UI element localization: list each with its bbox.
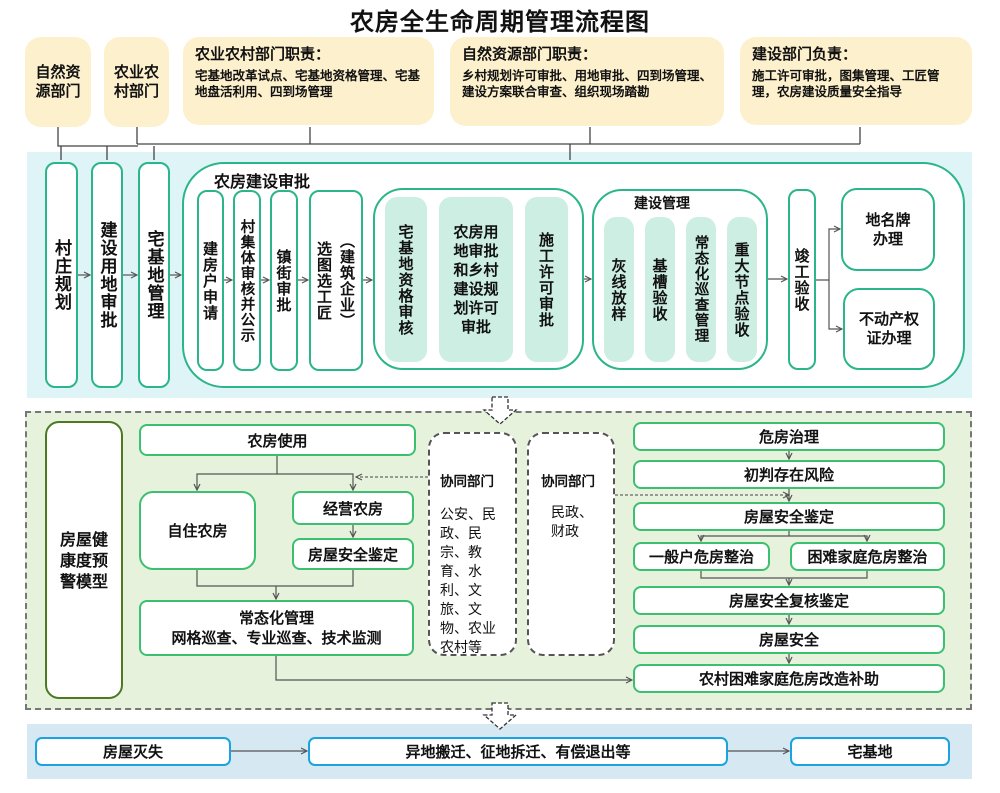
diagram-title: 农房全生命周期管理流程图 [350, 7, 650, 36]
agriculture-duty-body: 宅基地改革试点、宅基地资格管理、宅基地盘活利用、四到场管理 [195, 68, 421, 99]
land-approval-box: 建设用地审批 [91, 162, 123, 388]
safety-appraisal-label: 房屋安全鉴定 [743, 508, 834, 526]
connector-dept-right [137, 127, 861, 145]
mgmt-step-foundation-label: 基槽验收 [650, 257, 669, 322]
coop-depts-2-title: 协同部门 [541, 474, 595, 490]
renovation-subsidy-box: 农村困难家庭危房改造补助 [633, 664, 945, 693]
land-planning-permit-label: 农房用地审批和乡村建设规划许可审批 [453, 222, 499, 336]
renovation-subsidy-label: 农村困难家庭危房改造补助 [698, 670, 879, 688]
construction-permit-box: 施工许可审批 [525, 197, 568, 362]
agriculture-duty-heading: 农业农村部门职责： [195, 45, 331, 63]
place-name-plate-box: 地名牌办理 [841, 188, 935, 271]
self-occupied-label: 自住农房 [167, 522, 228, 540]
coop-depts-1-title: 协同部门 [440, 474, 494, 490]
completion-acceptance-box: 竣工验收 [788, 189, 816, 370]
village-planning-box: 村庄规划 [45, 162, 78, 388]
safety-appraisal-box: 房屋安全鉴定 [633, 502, 945, 531]
natural-resources-duty-body: 乡村规划许可审批、用地审批、四到场管理、建设方案联合审查、组织现场踏勘 [462, 68, 713, 99]
step-village-review-box: 村集体审核并公示 [233, 190, 261, 371]
relocation-box: 异地搬迁、征地拆迁、有偿退出等 [308, 737, 728, 766]
initial-risk-box: 初判存在风险 [633, 460, 945, 489]
house-use-label: 农房使用 [247, 431, 308, 450]
homestead-management-box: 宅基地管理 [138, 162, 170, 388]
completion-acceptance-label: 竣工验收 [792, 247, 811, 312]
house-safe-label: 房屋安全 [758, 631, 819, 649]
coop-depts-1-body: 公安、民政、民宗、教育、水利、文旅、文物、农业农村等 [440, 507, 496, 656]
step-select-craftsman-box: 选图选工匠 （建筑企业） [309, 190, 363, 371]
routine-management-detail: 网格巡查、专业巡查、技术监测 [171, 629, 382, 647]
homestead-qualification-box: 宅基地资格审核 [385, 197, 427, 362]
construction-management-title: 建设管理 [634, 196, 690, 212]
homestead-management-label: 宅基地管理 [143, 230, 164, 320]
poor-family-renovation-box: 困难家庭危房整治 [790, 542, 945, 571]
mgmt-step-setout-box: 灰线放样 [604, 217, 634, 362]
step-village-review-label: 村集体审核并公示 [238, 218, 255, 343]
coop-depts-2-box: 协同部门 民政、财政 [527, 432, 615, 656]
agriculture-duty-box: 农业农村部门职责： 宅基地改革试点、宅基地资格管理、宅基地盘活利用、四到场管理 [183, 37, 434, 125]
mgmt-step-patrol-label: 常态化巡查管理 [692, 235, 709, 344]
construction-duty-box: 建设部门负责： 施工许可审批，图集管理、工匠管理，农房建设质量安全指导 [740, 37, 972, 125]
natural-resources-duty-heading: 自然资源部门职责： [462, 45, 598, 63]
routine-management-box: 常态化管理 网格巡查、专业巡查、技术监测 [139, 600, 414, 656]
dangerous-house-governance-box: 危房治理 [633, 422, 945, 451]
coop-depts-1-box: 协同部门 公安、民政、民宗、教育、水利、文旅、文物、农业农村等 [428, 432, 517, 656]
land-approval-label: 建设用地审批 [96, 221, 117, 329]
self-occupied-box: 自住农房 [139, 491, 256, 570]
construction-permit-label: 施工许可审批 [537, 231, 555, 328]
safety-review-box: 房屋安全复核鉴定 [633, 586, 945, 615]
homestead-label: 宅基地 [847, 743, 893, 761]
initial-risk-label: 初判存在风险 [743, 466, 834, 484]
relocation-label: 异地搬迁、征地拆迁、有偿退出等 [405, 743, 631, 761]
general-household-renovation-box: 一般户危房整治 [633, 542, 770, 571]
step-town-approval-label: 镇街审批 [274, 248, 293, 313]
step-applicant-box: 建房户申请 [197, 190, 224, 371]
village-planning-label: 村庄规划 [51, 239, 71, 311]
land-planning-permit-box: 农房用地审批和乡村建设规划许可审批 [439, 197, 513, 362]
dept-agriculture: 农业农村部门 [104, 37, 169, 127]
homestead-qualification-label: 宅基地资格审核 [396, 223, 415, 336]
place-name-plate-label: 地名牌办理 [865, 210, 911, 248]
dept-agriculture-label: 农业农村部门 [113, 63, 159, 100]
dangerous-house-governance-label: 危房治理 [758, 428, 819, 446]
business-house-label: 经营农房 [322, 499, 383, 518]
mgmt-step-milestone-label: 重大节点验收 [732, 241, 751, 338]
house-loss-box: 房屋灭失 [35, 737, 231, 766]
coop-depts-2-body: 民政、财政 [551, 505, 593, 540]
routine-management-title: 常态化管理 [238, 609, 314, 627]
mgmt-step-foundation-box: 基槽验收 [645, 217, 675, 362]
homestead-box: 宅基地 [790, 737, 950, 766]
poor-family-renovation-label: 困难家庭危房整治 [807, 548, 928, 566]
dept-natural-resources-label: 自然资源部门 [35, 63, 81, 100]
step-applicant-label: 建房户申请 [201, 240, 219, 321]
property-certificate-label: 不动产权证办理 [858, 310, 919, 347]
step-town-approval-box: 镇街审批 [270, 190, 298, 371]
health-model-label: 房屋健康度预警模型 [59, 529, 108, 591]
house-safe-box: 房屋安全 [633, 625, 945, 654]
construction-approval-title: 农房建设审批 [214, 172, 311, 191]
connector-dept-left [57, 127, 138, 147]
property-certificate-box: 不动产权证办理 [843, 288, 935, 370]
safety-review-label: 房屋安全复核鉴定 [728, 592, 849, 610]
house-loss-label: 房屋灭失 [102, 743, 163, 761]
business-safety-appraisal-label: 房屋安全鉴定 [307, 545, 398, 564]
general-household-renovation-label: 一般户危房整治 [648, 548, 754, 566]
step-select-craftsman-label: 选图选工匠 [315, 240, 333, 321]
mgmt-step-milestone-box: 重大节点验收 [727, 217, 757, 362]
business-safety-appraisal-box: 房屋安全鉴定 [292, 538, 414, 570]
house-use-box: 农房使用 [139, 424, 416, 456]
mgmt-step-setout-label: 灰线放样 [609, 257, 628, 322]
construction-duty-body: 施工许可审批，图集管理、工匠管理，农房建设质量安全指导 [752, 68, 940, 99]
construction-duty-heading: 建设部门负责： [752, 45, 858, 63]
natural-resources-duty-box: 自然资源部门职责： 乡村规划许可审批、用地审批、四到场管理、建设方案联合审查、组… [450, 37, 724, 126]
mgmt-step-patrol-box: 常态化巡查管理 [686, 217, 716, 362]
business-house-box: 经营农房 [292, 491, 414, 525]
step-construction-company-label: （建筑企业） [338, 232, 356, 329]
dept-natural-resources: 自然资源部门 [25, 37, 91, 127]
health-model-box: 房屋健康度预警模型 [45, 421, 123, 699]
